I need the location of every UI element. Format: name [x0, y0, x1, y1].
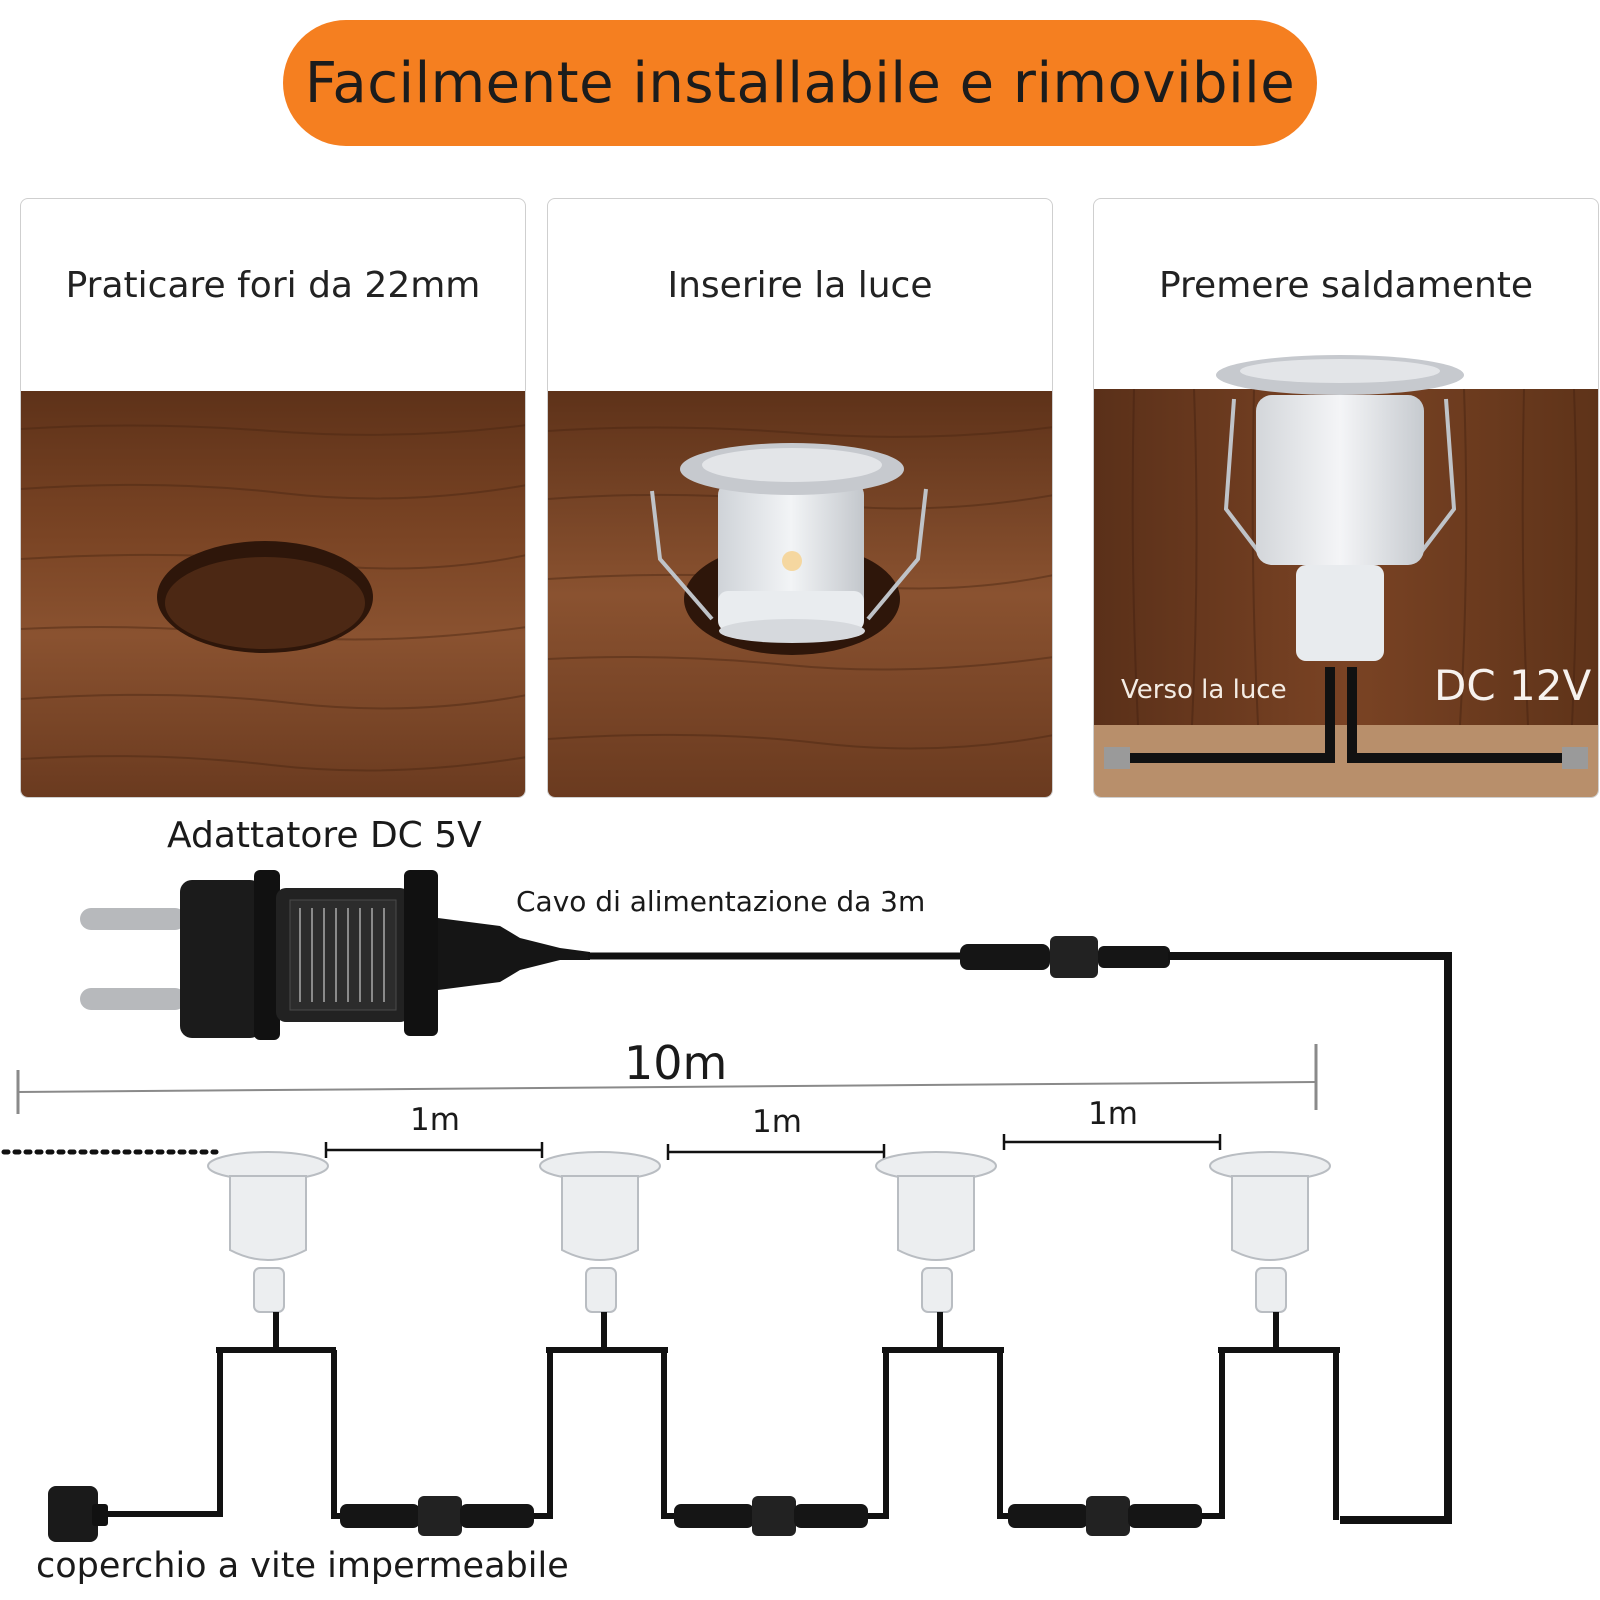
- step-panel-drill: Praticare fori da 22mm: [20, 198, 526, 798]
- adapter-title: Adattatore DC 5V: [167, 815, 482, 856]
- deck-light-icon: [207, 1151, 1331, 1313]
- wire-routing: [1104, 667, 1588, 769]
- title-banner: Facilmente installabile e rimovibile: [283, 20, 1317, 146]
- plug-adapter-icon: [80, 870, 590, 1040]
- banner-title: Facilmente installabile e rimovibile: [304, 50, 1296, 116]
- step-panel-press: Premere saldamente Verso la luce DC 12V: [1093, 198, 1599, 798]
- connector-icon: [960, 936, 1170, 978]
- cap-label: coperchio a vite impermeabile: [36, 1546, 569, 1586]
- step-title: Praticare fori da 22mm: [65, 265, 481, 306]
- spacing-label: 1m: [1088, 1096, 1138, 1132]
- spacing-label: 1m: [752, 1104, 802, 1140]
- deck-light-icon: [1216, 355, 1464, 661]
- light-inserted-in-hole: [548, 391, 1052, 797]
- deck-light-icon: [650, 443, 928, 643]
- cable-label: Cavo di alimentazione da 3m: [516, 885, 926, 918]
- light-pressed-cross-section: [1094, 355, 1598, 797]
- step-panel-insert: Inserire la luce: [547, 198, 1053, 798]
- spacing-label: 1m: [410, 1102, 460, 1138]
- total-length-label: 10m: [624, 1036, 728, 1090]
- connector-icon: [340, 1496, 1202, 1536]
- to-light-label: Verso la luce: [1121, 675, 1287, 705]
- step-title: Inserire la luce: [667, 265, 933, 306]
- step-title: Premere saldamente: [1158, 265, 1534, 306]
- end-cap-icon: [48, 1486, 108, 1542]
- voltage-label: DC 12V: [1434, 661, 1592, 710]
- wood-board-with-hole: [21, 391, 525, 797]
